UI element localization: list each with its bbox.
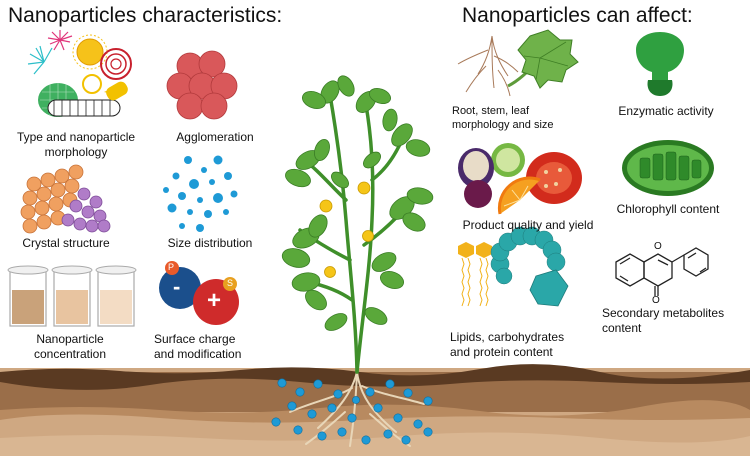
- right-heading: Nanoparticles can affect:: [462, 4, 693, 27]
- roots: [289, 371, 425, 447]
- surface-charge-icon: [159, 261, 239, 325]
- label-surface-charge: Surface charge and modification: [154, 332, 266, 362]
- agglomeration-icon: [166, 50, 238, 120]
- label-type-morphology-line1: Type and nanoparticle: [16, 130, 136, 144]
- minus-symbol: -: [173, 274, 181, 299]
- label-surface-charge-line2: and modification: [154, 347, 242, 361]
- nanomorphology-icon: [27, 30, 132, 117]
- fruits-icon: [458, 143, 582, 215]
- label-root-stem-leaf-line2: morphology and size: [452, 119, 554, 131]
- label-type-morphology: Type and nanoparticle morphology: [6, 130, 146, 160]
- enzyme-icon: [636, 32, 684, 96]
- crystal-structure-icon: [20, 164, 111, 234]
- label-crystal-structure: Crystal structure: [22, 236, 110, 250]
- p-symbol: P: [168, 262, 175, 272]
- lipids-protein-icon: [458, 226, 569, 307]
- label-concentration: Nanoparticle concentration: [10, 332, 130, 362]
- plant: [281, 75, 434, 374]
- label-secondary-metabolites-line1: Secondary metabolites: [602, 306, 725, 320]
- plus-symbol: +: [207, 287, 222, 314]
- label-agglomeration: Agglomeration: [176, 130, 254, 144]
- root-nanoparticles: [271, 378, 433, 445]
- label-root-stem-leaf: Root, stem, leaf morphology and size: [452, 104, 602, 132]
- label-chlorophyll: Chlorophyll content: [616, 202, 720, 216]
- label-lipids-line2: and protein content: [450, 345, 553, 359]
- concentration-beakers: [7, 265, 137, 327]
- left-heading: Nanoparticles characteristics:: [8, 4, 283, 27]
- flavone-ring-oxygen: O: [654, 241, 662, 252]
- label-secondary-metabolites-line2: content: [602, 321, 642, 335]
- flavone-carbonyl-oxygen: O: [652, 295, 660, 306]
- label-enzymatic: Enzymatic activity: [618, 104, 714, 118]
- beaker-2: [51, 265, 93, 327]
- flavone-icon: [615, 247, 709, 296]
- label-concentration-line2: concentration: [33, 347, 107, 361]
- label-concentration-line1: Nanoparticle: [36, 332, 104, 346]
- soil: [0, 364, 750, 456]
- label-secondary-metabolites: Secondary metabolites content: [602, 306, 744, 336]
- label-type-morphology-line2: morphology: [44, 145, 108, 159]
- label-surface-charge-line1: Surface charge: [154, 332, 236, 346]
- s-symbol: S: [227, 278, 234, 288]
- label-size-distribution: Size distribution: [167, 236, 253, 250]
- size-distribution-icon: [163, 155, 238, 232]
- label-root-stem-leaf-line1: Root, stem, leaf: [452, 105, 530, 117]
- beaker-3: [95, 265, 137, 327]
- label-product-quality: Product quality and yield: [462, 218, 594, 232]
- beaker-1: [7, 265, 49, 327]
- root-stem-leaf-icon: [457, 29, 579, 97]
- label-lipids-line1: Lipids, carbohydrates: [450, 330, 565, 344]
- label-lipids: Lipids, carbohydrates and protein conten…: [450, 330, 600, 360]
- chloroplast-icon: [622, 140, 714, 196]
